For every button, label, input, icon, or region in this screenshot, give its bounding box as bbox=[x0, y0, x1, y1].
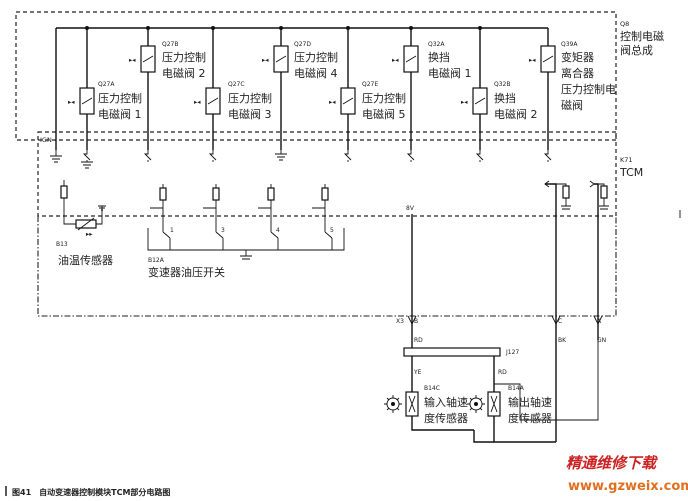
svg-text:▸◂: ▸◂ bbox=[461, 98, 468, 106]
svg-text:▸◂: ▸◂ bbox=[194, 98, 201, 106]
solenoid-q32a: ▸◂ Q32A 换挡 电磁阀 1 bbox=[392, 28, 472, 150]
svg-text:▸◂: ▸◂ bbox=[392, 56, 399, 64]
solenoid-q32b: ▸◂ Q32B 换挡 电磁阀 2 bbox=[461, 28, 538, 150]
j127-code: J127 bbox=[505, 349, 519, 356]
q8-name-line1: 控制电磁 bbox=[620, 29, 664, 43]
solenoid-q39a: ▸◂ Q39A 变矩器 离合器 压力控制电 磁阀 bbox=[529, 28, 616, 150]
b14a-line1: 输出轴速 bbox=[508, 395, 552, 409]
rd-label-1: RD bbox=[414, 337, 423, 344]
gn-label: GN bbox=[597, 337, 606, 344]
solenoid-q27d: ▸◂ Q27D 压力控制 电磁阀 4 bbox=[262, 28, 338, 150]
v8-label: 8V bbox=[406, 205, 415, 212]
b12a-name: 变速器油压开关 bbox=[148, 265, 225, 279]
k71-code: K71 bbox=[620, 156, 633, 164]
q32a-code: Q32A bbox=[428, 41, 445, 48]
q27e-code: Q27E bbox=[362, 81, 378, 88]
q27a-line2: 电磁阀 1 bbox=[98, 107, 142, 121]
q39a-line2: 离合器 bbox=[561, 66, 594, 80]
svg-text:▸◂: ▸◂ bbox=[529, 56, 536, 64]
q32a-line2: 电磁阀 1 bbox=[428, 66, 472, 80]
svg-text:▸▸: ▸▸ bbox=[86, 230, 93, 238]
q32a-line1: 换挡 bbox=[428, 50, 450, 64]
watermark-url: www.gzweix.com bbox=[568, 479, 688, 494]
b14a-line2: 度传感器 bbox=[508, 411, 552, 425]
q27c-line1: 压力控制 bbox=[228, 91, 272, 105]
k71-name: TCM bbox=[619, 166, 643, 179]
solenoid-q27e: ▸◂ Q27E 压力控制 电磁阀 5 bbox=[329, 28, 406, 150]
watermark-cn: 精通维修下载 bbox=[566, 454, 658, 472]
q27d-line1: 压力控制 bbox=[294, 50, 338, 64]
pin-c-label: C bbox=[558, 318, 562, 325]
q27d-line2: 电磁阀 4 bbox=[294, 66, 338, 80]
solenoid-q27c: ▸◂ Q27C 压力控制 电磁阀 3 bbox=[194, 28, 272, 150]
q27b-line2: 电磁阀 2 bbox=[162, 66, 206, 80]
rd-label-2: RD bbox=[498, 369, 507, 376]
j127-splice bbox=[403, 347, 501, 357]
q32b-line2: 电磁阀 2 bbox=[494, 107, 538, 121]
bk-label: BK bbox=[558, 337, 567, 344]
ign-label: IGN bbox=[40, 136, 52, 144]
q39a-code: Q39A bbox=[561, 41, 578, 48]
ye-label: YE bbox=[413, 369, 422, 376]
q27d-code: Q27D bbox=[294, 41, 311, 48]
b13-name: 油温传感器 bbox=[58, 253, 113, 267]
svg-text:▸◂: ▸◂ bbox=[129, 56, 136, 64]
q27c-code: Q27C bbox=[228, 81, 245, 88]
q39a-line4: 磁阀 bbox=[561, 98, 583, 112]
q27a-code: Q27A bbox=[98, 81, 115, 88]
q27b-line1: 压力控制 bbox=[162, 50, 206, 64]
svg-text:▸◂: ▸◂ bbox=[262, 56, 269, 64]
q27e-line2: 电磁阀 5 bbox=[362, 107, 406, 121]
pin-b-label: B bbox=[414, 318, 418, 325]
x3-label: X3 bbox=[396, 318, 404, 325]
q8-code: Q8 bbox=[620, 20, 629, 28]
tcm-drivers bbox=[50, 150, 552, 169]
oil-temp-sensor-b13: ▸▸ B13 油温传感器 bbox=[56, 180, 113, 267]
q27a-line1: 压力控制 bbox=[98, 91, 142, 105]
b12a-code: B12A bbox=[148, 257, 165, 264]
k71-boundary bbox=[37, 131, 617, 217]
svg-text:▸◂: ▸◂ bbox=[68, 98, 75, 106]
tcm-outer-boundary bbox=[37, 216, 617, 317]
sw3-label: 3 bbox=[221, 227, 225, 234]
q39a-line1: 变矩器 bbox=[561, 50, 594, 64]
speed-sensor-wiring: 8V X3 B C A RD BK GN J127 YE RD bbox=[384, 180, 609, 443]
sw5-label: 5 bbox=[330, 227, 334, 234]
solenoid-q27b: ▸◂ Q27B 压力控制 电磁阀 2 bbox=[129, 28, 206, 150]
q39a-line3: 压力控制电 bbox=[561, 82, 616, 96]
solenoid-q27a: ▸◂ Q27A 压力控制 电磁阀 1 bbox=[68, 28, 142, 150]
figure-caption: 图41 自动变速器控制模块TCM部分电路图 bbox=[12, 487, 170, 497]
q27b-code: Q27B bbox=[162, 41, 178, 48]
q8-name-line2: 阀总成 bbox=[620, 43, 653, 57]
q32b-line1: 换挡 bbox=[494, 91, 516, 105]
b14c-line1: 输入轴速 bbox=[424, 395, 468, 409]
b13-code: B13 bbox=[56, 241, 68, 248]
sw1-label: 1 bbox=[170, 227, 174, 234]
pressure-switch-b12a: 1 3 4 5 B12A 变速器油压开关 bbox=[147, 184, 345, 279]
svg-text:▸◂: ▸◂ bbox=[329, 98, 336, 106]
sw4-label: 4 bbox=[276, 227, 280, 234]
b14c-code: B14C bbox=[424, 385, 440, 392]
b14c-line2: 度传感器 bbox=[424, 411, 468, 425]
q32b-code: Q32B bbox=[494, 81, 510, 88]
q27e-line1: 压力控制 bbox=[362, 91, 406, 105]
b14a-code: B14A bbox=[508, 385, 525, 392]
q27c-line2: 电磁阀 3 bbox=[228, 107, 272, 121]
